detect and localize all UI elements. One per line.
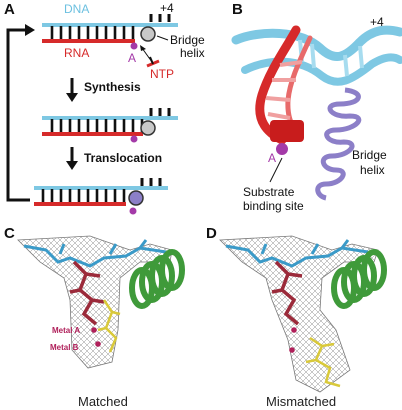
panel-b: B +4 A Substrate binding site Bridge hel… <box>231 1 402 213</box>
dna-sticks-c <box>23 239 167 268</box>
metal-a-icon-d <box>291 327 297 333</box>
rna-terminal-block <box>270 120 304 142</box>
rna-sticks-c <box>69 260 105 326</box>
rna-backbone-inner <box>285 35 313 137</box>
bridge-helix-label-line2: helix <box>180 46 205 60</box>
panel-a: A DNA +4 RNA A Bridge helix <box>4 1 205 215</box>
panel-c: C Metal A Metal B Matched <box>0 225 200 410</box>
ntp-base-tick <box>149 56 154 65</box>
ntp-arrowhead <box>140 45 146 51</box>
base-pair-ticks <box>50 26 135 40</box>
bridge-helix-icon-2 <box>140 120 156 136</box>
panel-d-caption: Mismatched <box>266 394 336 409</box>
bridge-helix-spiral <box>315 87 362 201</box>
bridge-helix-label-line1: Bridge <box>170 33 205 47</box>
green-helix-c <box>129 249 185 309</box>
rna-backbone <box>255 25 301 145</box>
ntp-sticks-d <box>305 336 341 388</box>
site-a-label-b: A <box>268 151 276 165</box>
panel-d: D Mismatched <box>206 225 387 409</box>
green-helix-d <box>331 249 387 309</box>
bridge-helix-pointer <box>156 35 169 41</box>
site-a-label: A <box>128 51 136 65</box>
site-a-dot-icon <box>130 42 138 50</box>
synthesis-label: Synthesis <box>84 80 141 94</box>
dna-overhang-ticks-2 <box>149 108 171 116</box>
substrate-pointer <box>269 157 283 183</box>
panel-c-label: C <box>4 225 15 242</box>
bridge-helix-label-b-line2: helix <box>360 163 385 177</box>
scheme-state-initial: DNA +4 RNA A Bridge helix <box>42 1 205 81</box>
site-a-dot-icon-3 <box>129 207 137 215</box>
density-mesh-d <box>219 235 379 393</box>
metal-a-icon <box>91 327 97 333</box>
panel-a-label: A <box>4 1 15 18</box>
translocation-arrowhead <box>66 161 78 170</box>
ntp-sticks-c <box>97 299 121 353</box>
metal-b-label: Metal B <box>50 343 79 352</box>
base-pair-ticks-3 <box>41 189 126 203</box>
ntp-label: NTP <box>150 67 174 81</box>
scheme-state-after-translocation <box>34 178 168 215</box>
bridge-helix-label-b-line1: Bridge <box>352 148 387 162</box>
dna-overhang-ticks-3 <box>140 178 162 186</box>
dna-backbone-upper <box>231 25 402 61</box>
base-pair-ticks-2 <box>50 119 144 133</box>
metal-b-icon-d <box>289 347 295 353</box>
synthesis-arrowhead <box>66 93 78 102</box>
plus4-label-b: +4 <box>370 15 384 29</box>
bridge-helix-icon-3 <box>128 190 144 206</box>
cycle-arrow <box>6 28 30 202</box>
substrate-site-label-line1: Substrate <box>243 185 295 199</box>
substrate-site-label-line2: binding site <box>243 199 304 213</box>
bridge-helix-icon <box>140 26 156 42</box>
substrate-site-dot-icon <box>276 143 288 155</box>
dna-label: DNA <box>64 2 89 16</box>
dna-sticks-d <box>225 239 369 268</box>
rna-base-slabs <box>265 60 303 120</box>
metal-a-label: Metal A <box>52 326 80 335</box>
translocation-label: Translocation <box>84 151 162 165</box>
dna-overhang-ticks <box>149 14 171 22</box>
cycle-arrowhead <box>25 24 35 36</box>
rna-sticks-d <box>271 260 303 326</box>
rna-label: RNA <box>64 46 89 60</box>
panel-c-caption: Matched <box>78 394 128 409</box>
panel-d-label: D <box>206 225 217 242</box>
plus4-label: +4 <box>160 1 174 15</box>
panel-b-label: B <box>232 1 243 18</box>
site-a-dot-icon-2 <box>130 135 138 143</box>
scheme-state-after-synthesis <box>42 108 178 143</box>
metal-b-icon <box>95 341 101 347</box>
